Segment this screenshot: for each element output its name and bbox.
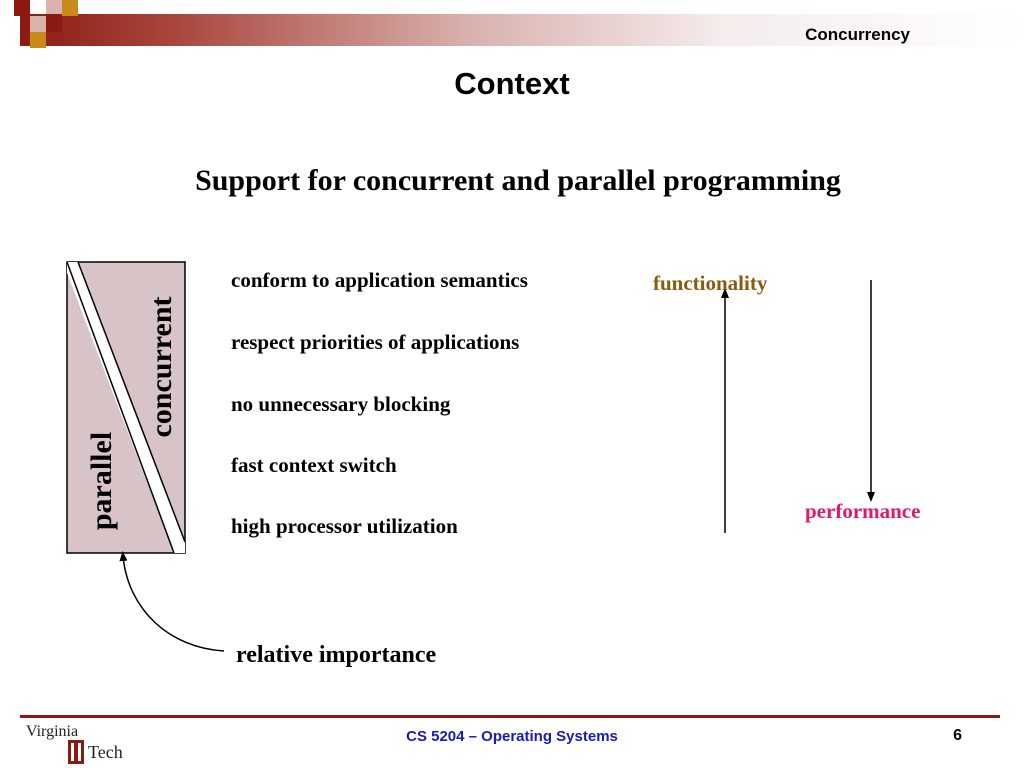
functionality-label: functionality	[653, 271, 768, 295]
diagonal-band	[67, 262, 185, 553]
virginia-tech-logo: Virginia Tech	[26, 723, 123, 764]
header-square	[14, 0, 30, 16]
list-item: high processor utilization	[231, 514, 458, 538]
footer-course: CS 5204 – Operating Systems	[406, 728, 618, 745]
logo-text-virginia: Virginia	[26, 723, 78, 740]
list-item: respect priorities of applications	[231, 330, 520, 354]
page-number: 6	[953, 727, 962, 744]
slide-subtitle: Support for concurrent and parallel prog…	[195, 164, 841, 197]
diagonal-edge	[66, 261, 175, 554]
parallel-label: parallel	[85, 431, 118, 531]
relative-importance-label: relative importance	[236, 642, 437, 668]
relative-importance-arrow	[119, 551, 225, 652]
performance-label: performance	[805, 499, 921, 523]
header-square	[46, 14, 62, 32]
header-square	[62, 0, 78, 16]
list-item: conform to application semantics	[231, 268, 528, 292]
header-gradient-bar	[20, 14, 1024, 46]
list-item: no unnecessary blocking	[231, 392, 451, 416]
concurrent-label: concurrent	[145, 296, 178, 438]
list-item: fast context switch	[231, 453, 397, 477]
footer-rule	[20, 715, 1000, 718]
header-square	[30, 32, 46, 48]
diagonal-edge	[77, 261, 186, 543]
header-square	[30, 16, 46, 32]
header-title: Concurrency	[805, 25, 910, 44]
header-square	[46, 0, 62, 14]
slide-title: Context	[454, 66, 570, 101]
logo-text-tech: Tech	[88, 742, 123, 762]
